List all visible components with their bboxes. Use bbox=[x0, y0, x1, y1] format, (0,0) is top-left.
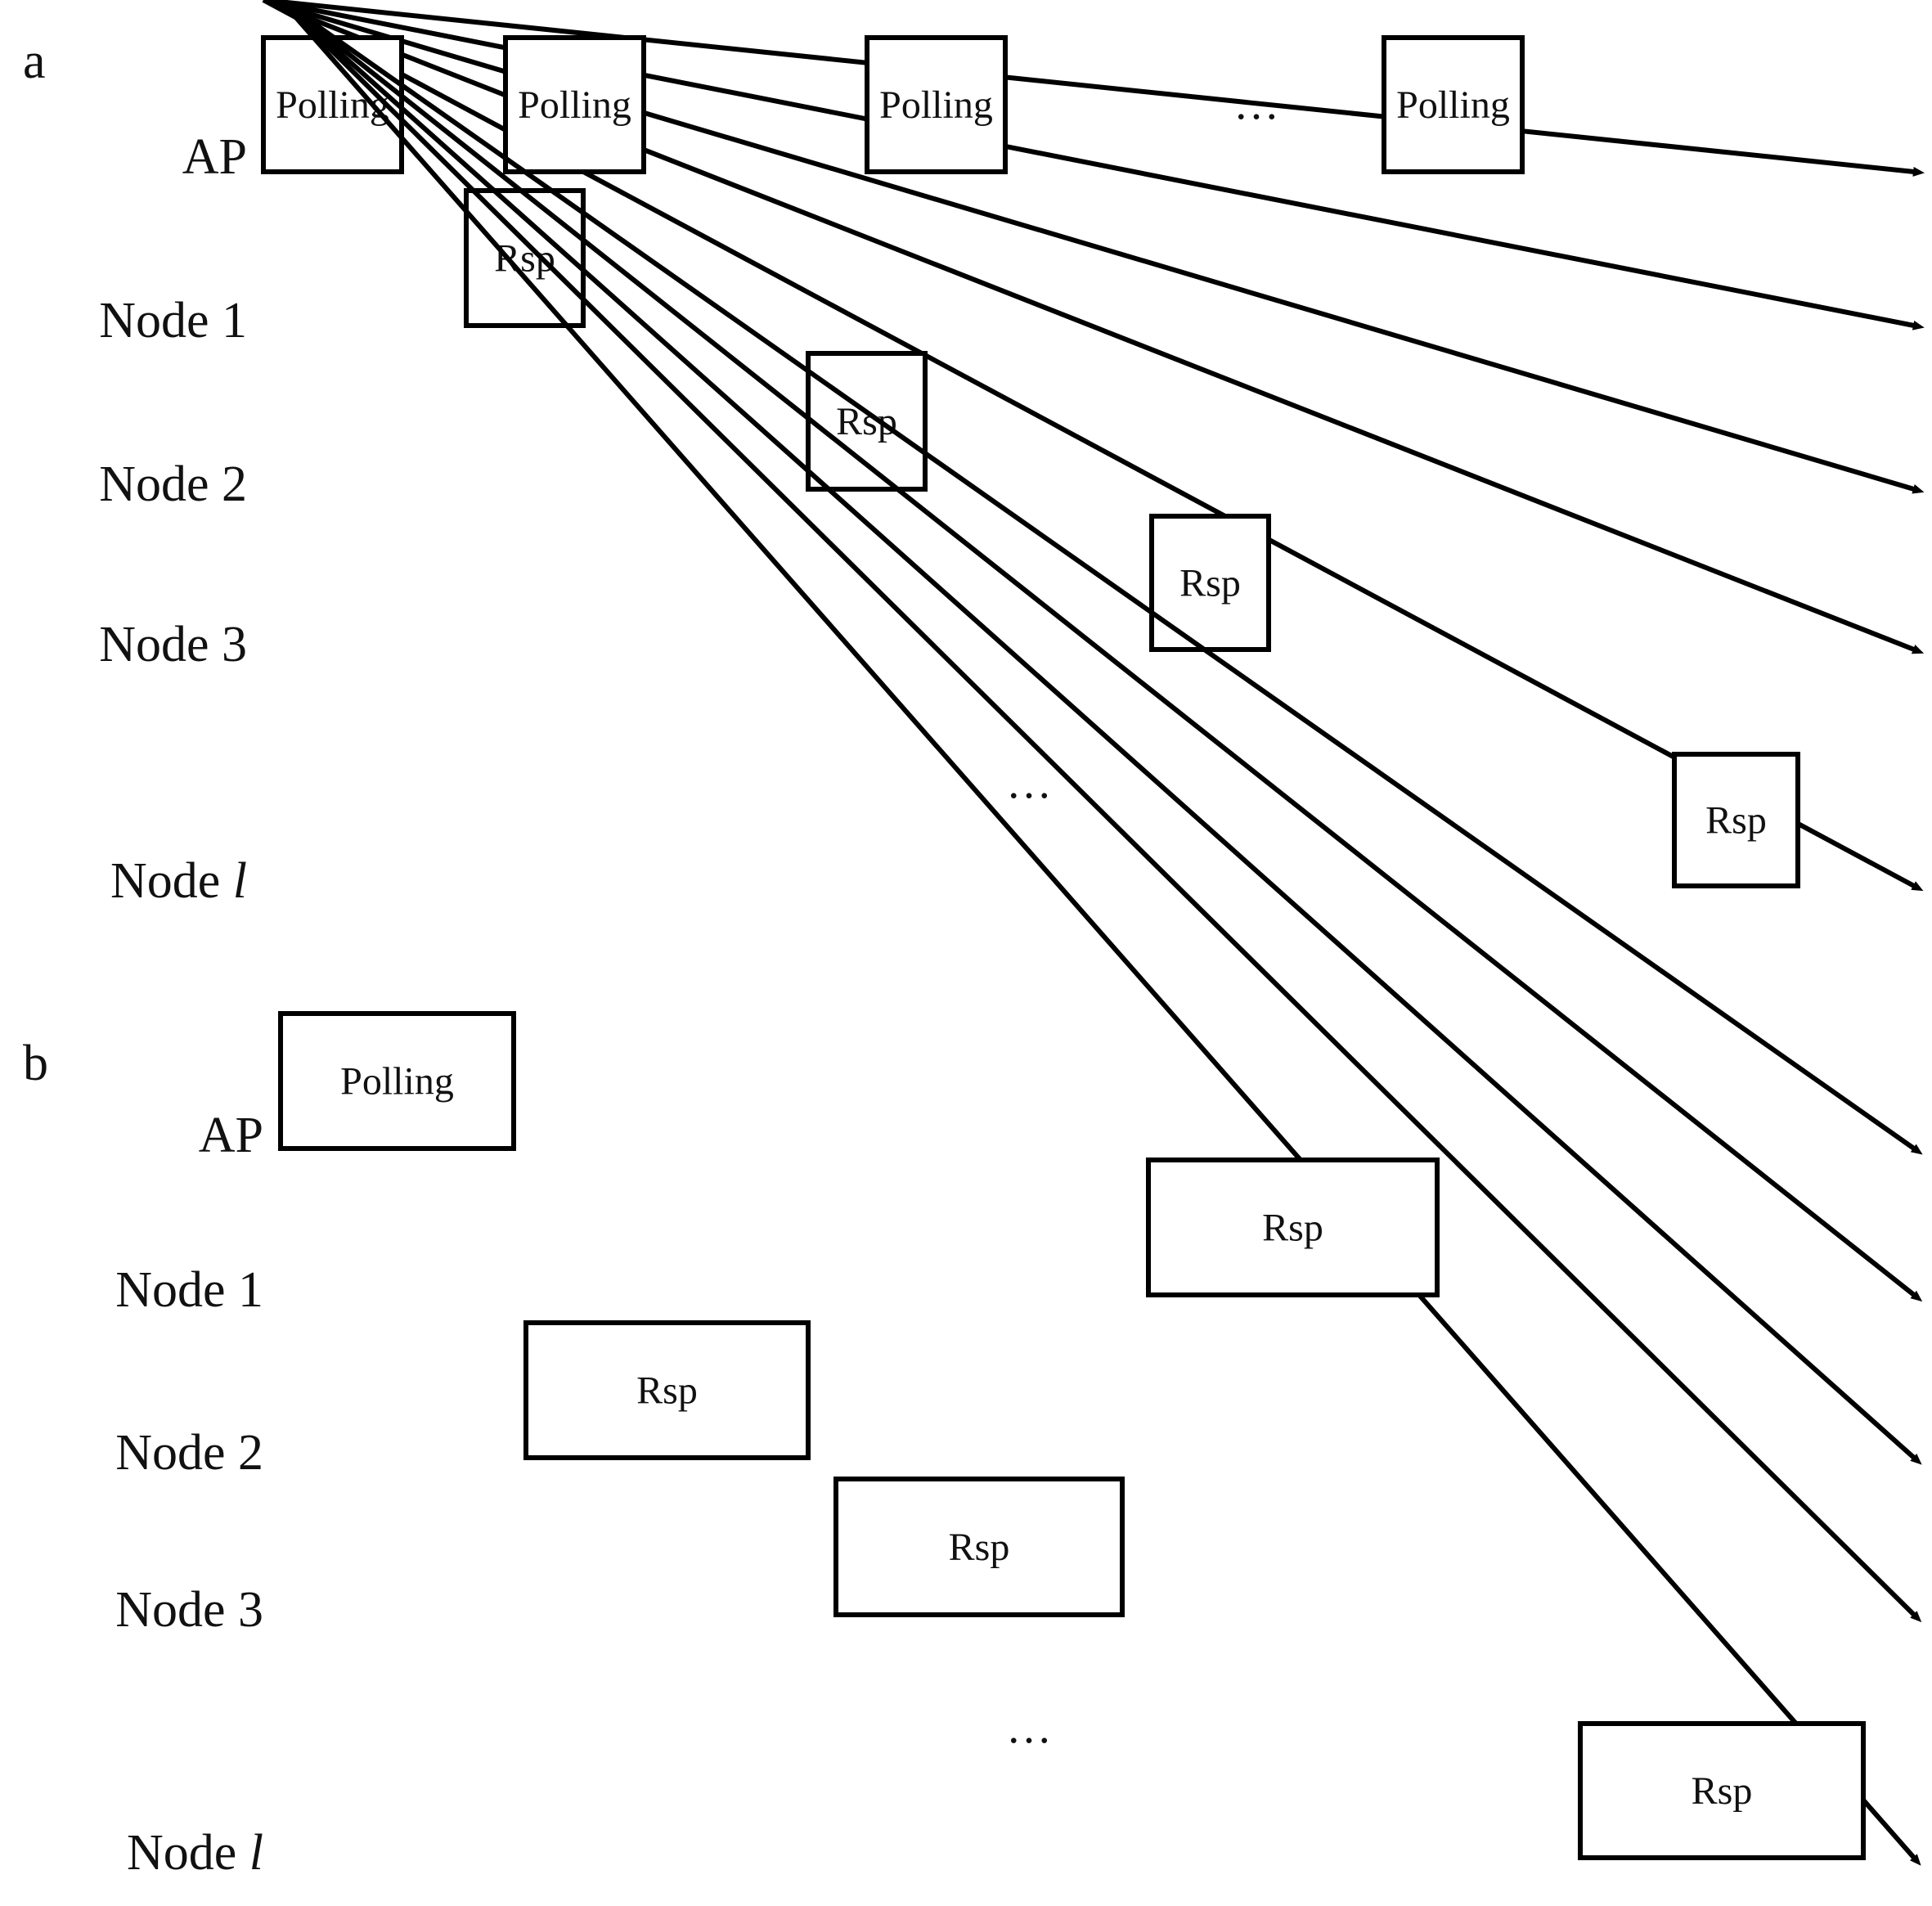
timeline-axis-a-ap bbox=[263, 0, 1925, 177]
ellipsis-a-0: … bbox=[1233, 79, 1283, 129]
timeline-axis-b-node-2 bbox=[279, 0, 1922, 1465]
packet-box-a-polling-ap-1[interactable] bbox=[503, 35, 646, 174]
timeline-label-b-node-2: Node 2 bbox=[115, 1425, 263, 1481]
packet-box-a-polling-ap-2[interactable] bbox=[865, 35, 1008, 174]
packet-label-b-rsp-node-1-1: Rsp bbox=[1262, 1207, 1323, 1250]
packet-a-rsp-node-1-4[interactable]: Rsp bbox=[464, 188, 586, 328]
packet-label-a-rsp-node-l-7: Rsp bbox=[1705, 799, 1767, 843]
packet-box-b-rsp-node-1-1[interactable] bbox=[1146, 1158, 1440, 1297]
packet-label-a-polling-ap-1: Polling bbox=[518, 83, 631, 127]
packet-a-rsp-node-3-6[interactable]: Rsp bbox=[1149, 514, 1271, 652]
packet-a-rsp-node-l-7[interactable]: Rsp bbox=[1672, 752, 1800, 888]
packet-box-b-rsp-node-2-2[interactable] bbox=[523, 1320, 811, 1460]
packet-label-a-polling-ap-2: Polling bbox=[879, 83, 993, 127]
packet-label-a-rsp-node-2-5: Rsp bbox=[836, 400, 897, 443]
timeline-axis-b-node-l bbox=[278, 0, 1921, 1866]
packet-label-b-rsp-node-3-3: Rsp bbox=[949, 1526, 1010, 1569]
timeline-label-a-node-1: Node 1 bbox=[99, 293, 247, 348]
ellipsis-b-0: … bbox=[1006, 1702, 1055, 1753]
panel-letter-a: a bbox=[23, 34, 46, 89]
packet-label-b-polling-ap-0: Polling bbox=[340, 1060, 454, 1104]
packet-label-b-rsp-node-l-4: Rsp bbox=[1692, 1769, 1753, 1813]
packet-b-rsp-node-l-4[interactable]: Rsp bbox=[1578, 1721, 1866, 1860]
packet-b-rsp-node-2-2[interactable]: Rsp bbox=[523, 1320, 811, 1460]
timeline-label-a-node-2: Node 2 bbox=[99, 456, 247, 512]
packet-label-a-rsp-node-3-6: Rsp bbox=[1179, 562, 1241, 605]
packet-box-a-rsp-node-1-4[interactable] bbox=[464, 188, 586, 328]
timeline-label-b-ap: AP bbox=[199, 1108, 263, 1163]
packet-b-rsp-node-1-1[interactable]: Rsp bbox=[1146, 1158, 1440, 1297]
packet-box-b-polling-ap-0[interactable] bbox=[278, 1011, 516, 1151]
timeline-label-a-node-3: Node 3 bbox=[99, 617, 247, 672]
timeline-label-a-ap: AP bbox=[182, 129, 247, 185]
packet-box-b-rsp-node-3-3[interactable] bbox=[833, 1477, 1125, 1617]
timeline-axis-b-node-3 bbox=[278, 0, 1922, 1623]
timeline-axis-b-ap bbox=[279, 0, 1923, 1155]
packet-box-a-polling-ap-3[interactable] bbox=[1382, 35, 1525, 174]
ellipsis-a-1: … bbox=[1006, 757, 1055, 808]
timeline-label-b-node-1: Node 1 bbox=[115, 1262, 263, 1318]
packet-a-polling-ap-1[interactable]: Polling bbox=[503, 35, 646, 174]
panel-letter-b: b bbox=[23, 1036, 48, 1091]
packet-b-rsp-node-3-3[interactable]: Rsp bbox=[833, 1477, 1125, 1617]
packet-label-a-polling-ap-3: Polling bbox=[1396, 83, 1510, 127]
packet-box-b-rsp-node-l-4[interactable] bbox=[1578, 1721, 1866, 1860]
packet-box-a-rsp-node-l-7[interactable] bbox=[1672, 752, 1800, 888]
timeline-axis-b-node-1 bbox=[279, 0, 1923, 1302]
packet-a-polling-ap-2[interactable]: Polling bbox=[865, 35, 1008, 174]
timeline-label-b-node-l: Node l bbox=[127, 1825, 263, 1881]
timeline-label-b-node-3: Node 3 bbox=[115, 1582, 263, 1638]
packet-a-polling-ap-3[interactable]: Polling bbox=[1382, 35, 1525, 174]
panel-a: aAP Node 1 Node 2 Node 3 Node l Polling Pollin… bbox=[23, 0, 1925, 909]
packet-b-polling-ap-0[interactable]: Polling bbox=[278, 1011, 516, 1151]
packet-a-rsp-node-2-5[interactable]: Rsp bbox=[806, 351, 928, 492]
timeline-label-a-node-l: Node l bbox=[110, 853, 247, 909]
packet-label-b-rsp-node-2-2: Rsp bbox=[636, 1369, 698, 1413]
